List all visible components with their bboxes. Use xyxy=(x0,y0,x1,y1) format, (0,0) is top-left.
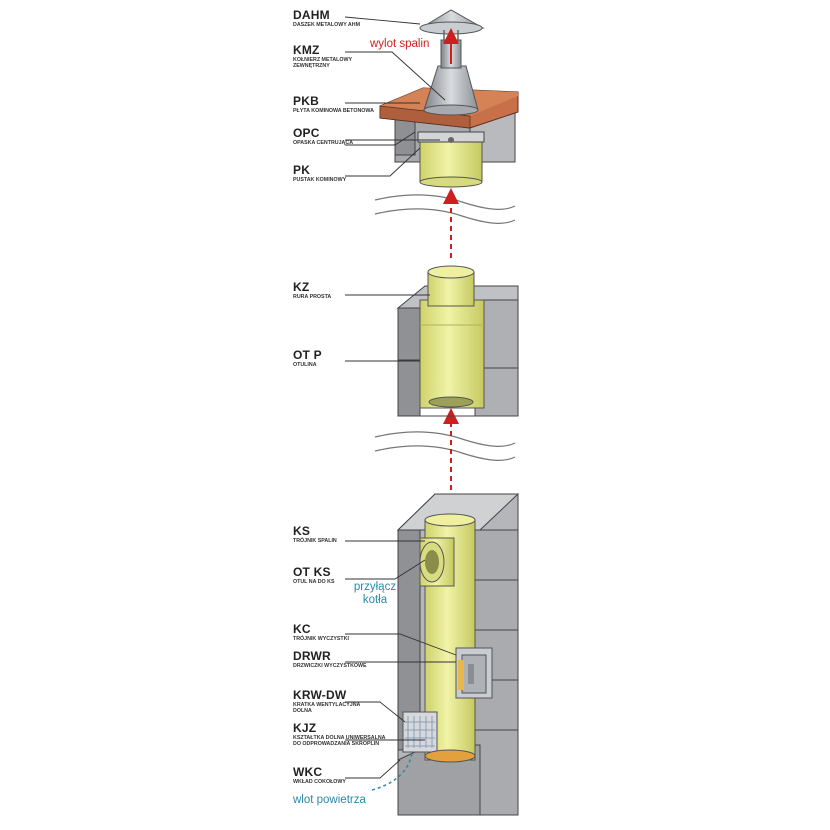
code-text: OPC xyxy=(293,126,320,140)
label-ks: KS TRÓJNIK SPALIN xyxy=(293,525,337,544)
code-text: KJZ xyxy=(293,721,317,735)
boiler-label-line1: przyłącz xyxy=(353,581,397,593)
desc-text: PŁYTA KOMINOWA BETONOWA xyxy=(293,108,374,114)
label-dahm: DAHM DASZEK METALOWY AHM xyxy=(293,9,360,28)
middle-section xyxy=(396,265,519,417)
outlet-label: wylot spalin xyxy=(370,38,430,50)
code-text: OT KS xyxy=(293,565,331,579)
desc-text: KSZTAŁTKA DOLNA UNIWERSALNA xyxy=(293,735,386,741)
desc-text: DRZWICZKI WYCZYSTKOWE xyxy=(293,663,367,669)
label-drwr: DRWR DRZWICZKI WYCZYSTKOWE xyxy=(293,650,367,669)
code-text: KC xyxy=(293,622,311,636)
label-pk: PK PUSTAK KOMINOWY xyxy=(293,164,346,183)
label-otks: OT KS OTUL NA DO KS xyxy=(293,566,335,585)
label-kc: KC TRÓJNIK WYCZYSTKI xyxy=(293,623,349,642)
desc-text-2: DOLNA xyxy=(293,708,312,715)
desc-text: TRÓJNIK WYCZYSTKI xyxy=(293,636,349,642)
air-inlet-label: wlot powietrza xyxy=(293,794,366,806)
desc-text: WKŁAD COKOŁOWY xyxy=(293,779,346,785)
desc-text: KOŁNIERZ METALOWY xyxy=(293,57,353,63)
desc-text: DASZEK METALOWY AHM xyxy=(293,22,360,28)
label-opc: OPC OPASKA CENTRUJĄCA xyxy=(293,127,353,146)
code-text: DRWR xyxy=(293,649,331,663)
desc-text: RURA PROSTA xyxy=(293,294,332,300)
code-text: OT P xyxy=(293,348,322,362)
code-text: PKB xyxy=(293,94,319,108)
desc-text: PUSTAK KOMINOWY xyxy=(293,177,347,183)
leader-lines xyxy=(344,16,457,779)
code-text: KS xyxy=(293,524,311,538)
boiler-label-line2: kotła xyxy=(362,594,388,606)
label-kmz: KMZ KOŁNIERZ METALOWY ZEWNĘTRZNY xyxy=(293,44,352,70)
break-lines xyxy=(374,194,516,461)
desc-text: TRÓJNIK SPALIN xyxy=(293,538,337,544)
code-text: WKC xyxy=(293,765,323,779)
top-section xyxy=(379,9,519,188)
desc-text: OTULINA xyxy=(293,362,317,368)
code-text: KZ xyxy=(293,280,310,294)
desc-text: OTUL NA DO KS xyxy=(293,579,335,585)
label-kjz: KJZ KSZTAŁTKA DOLNA UNIWERSALNA DO ODPRO… xyxy=(293,722,386,748)
code-text: DAHM xyxy=(293,8,330,22)
label-wkc: WKC WKŁAD COKOŁOWY xyxy=(293,766,346,785)
label-otp: OT P OTULINA xyxy=(293,349,322,368)
boiler-connection-label: przyłącz kotła xyxy=(352,581,398,607)
desc-text-2: DO ODPROWADZANIA SKROPLIN xyxy=(293,741,380,748)
desc-text: OPASKA CENTRUJĄCA xyxy=(293,140,354,146)
desc-text: KRATKA WENTYLACYJNA xyxy=(293,702,361,708)
label-kz: KZ RURA PROSTA xyxy=(293,281,331,300)
code-text: KRW-DW xyxy=(293,688,347,702)
code-text: KMZ xyxy=(293,43,320,57)
bottom-section xyxy=(371,493,520,816)
label-krw-dw: KRW-DW KRATKA WENTYLACYJNA DOLNA xyxy=(293,689,360,715)
desc-text-2: ZEWNĘTRZNY xyxy=(293,63,330,70)
code-text: PK xyxy=(293,163,311,177)
label-pkb: PKB PŁYTA KOMINOWA BETONOWA xyxy=(293,95,374,114)
